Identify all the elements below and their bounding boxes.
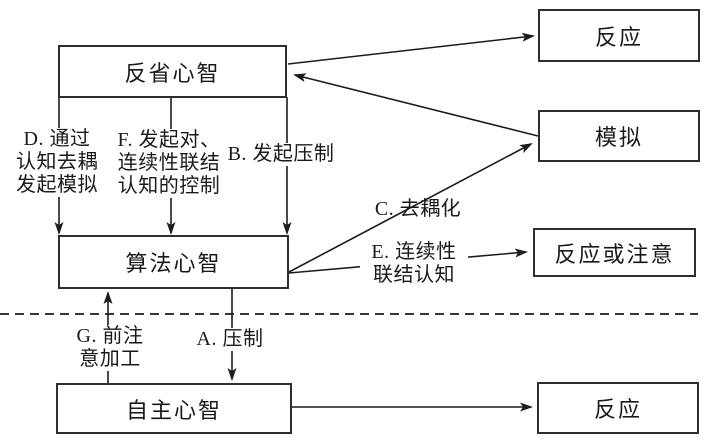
node-reflective-mind: 反省心智 bbox=[58, 45, 287, 98]
node-autonomous-mind: 自主心智 bbox=[56, 383, 292, 434]
node-label: 反省心智 bbox=[124, 60, 221, 86]
node-simulation: 模拟 bbox=[538, 110, 700, 162]
edge-label-c: C. 去耦化 bbox=[374, 198, 462, 220]
arrow-reflective-to-response bbox=[287, 32, 535, 65]
edge-label-g: G. 前注 意加工 bbox=[70, 325, 150, 371]
node-label: 反应或注意 bbox=[554, 241, 675, 267]
node-label: 反应 bbox=[593, 397, 642, 422]
arrow-c-line bbox=[288, 143, 533, 273]
arrow-simulation-to-reflective bbox=[293, 73, 539, 137]
edge-label-b: B. 发起压制 bbox=[220, 143, 342, 166]
node-response-top: 反应 bbox=[538, 9, 700, 62]
edge-label-d: D. 通过 认知去耦 发起模拟 bbox=[9, 128, 105, 197]
node-label: 算法心智 bbox=[125, 251, 222, 276]
edge-label-e: E. 连续性 联结认知 bbox=[360, 241, 468, 287]
edge-label-a: A. 压制 bbox=[192, 328, 268, 351]
node-response-or-attention: 反应或注意 bbox=[533, 228, 696, 277]
node-label: 自主心智 bbox=[125, 397, 222, 423]
edge-label-f: F. 发起对、 连续性联结 认知的控制 bbox=[109, 129, 229, 198]
node-algorithmic-mind: 算法心智 bbox=[58, 235, 289, 289]
node-label: 模拟 bbox=[594, 125, 643, 150]
node-label: 反应 bbox=[594, 24, 643, 50]
node-response-bottom: 反应 bbox=[537, 382, 699, 434]
